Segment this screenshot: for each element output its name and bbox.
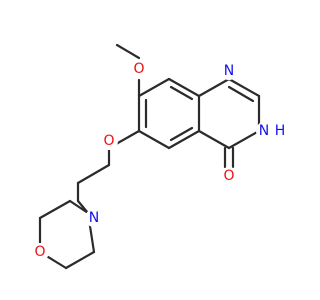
- bond-c4a-c5: [167, 129, 201, 150]
- bond-n1-c2-inner: [227, 85, 255, 103]
- bond-c4a-c5-inner: [169, 126, 194, 142]
- bond-n1-c2: [227, 77, 261, 98]
- bond-c8-c8a: [167, 77, 201, 98]
- n3-label: N: [259, 123, 269, 139]
- bond-ch2a-ch2b: [76, 163, 111, 185]
- atom-bg: [220, 62, 238, 80]
- bond-morph-c3-c4: [64, 250, 96, 270]
- bond-methyl-o: [115, 43, 141, 60]
- ether-oxygen-label: O: [103, 133, 114, 149]
- atom-bg: [220, 167, 238, 185]
- bond-n3-c4: [227, 129, 261, 150]
- bond-c8a-n1: [197, 77, 231, 98]
- n3-hydrogen-label: H: [275, 123, 286, 139]
- morpholine-nitrogen-label: N: [89, 210, 99, 226]
- bond-c8-c8a-inner: [169, 85, 194, 101]
- methoxy-oxygen-label: O: [133, 61, 144, 77]
- bond-c4-c4a: [197, 129, 231, 150]
- carbonyl-oxygen-label: O: [223, 168, 234, 184]
- atom-bg: [130, 60, 148, 78]
- atom-label-layer: O N N H O O N O: [31, 60, 285, 261]
- atom-bg: [31, 243, 49, 261]
- molecule-structure-diagram: O N N H O O N O: [31, 43, 286, 270]
- atom-bg: [100, 132, 118, 150]
- n1-label: N: [224, 63, 234, 79]
- bond-morph-c1-c2: [38, 199, 72, 220]
- bond-c5-c6: [137, 129, 171, 150]
- atom-bg: [256, 121, 276, 141]
- bond-c7-c8: [137, 77, 171, 98]
- bond-layer: [38, 43, 261, 270]
- atom-bg: [85, 209, 103, 227]
- morpholine-oxygen-label: O: [34, 244, 45, 260]
- bond-morph-n-c1: [68, 199, 90, 215]
